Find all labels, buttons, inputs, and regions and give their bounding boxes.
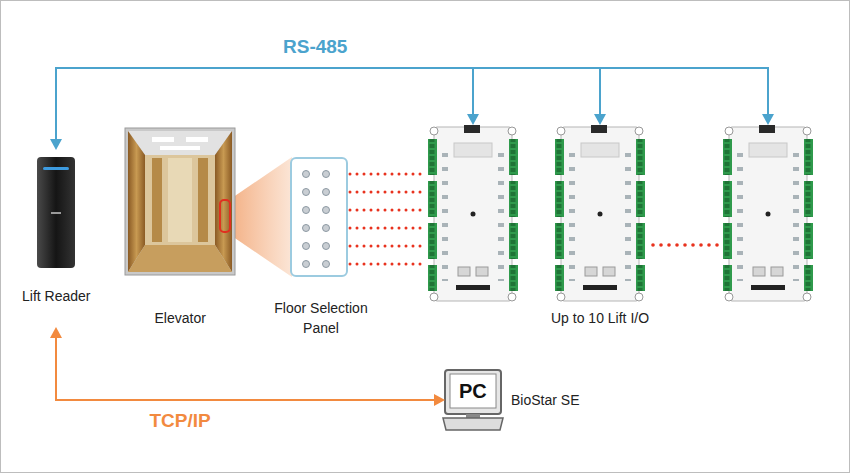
continuation-dots-part xyxy=(667,243,671,247)
continuation-dots-part xyxy=(715,243,719,247)
connector-line xyxy=(472,68,474,116)
floor-wiring xyxy=(350,174,426,264)
pc-icon-part xyxy=(445,370,501,414)
connector-line xyxy=(350,209,426,212)
floor-panel: Floor Selection Panel xyxy=(290,157,348,277)
zoom-cone xyxy=(226,157,292,277)
continuation-dots-part xyxy=(651,243,655,247)
elevator-cabin-part xyxy=(152,158,162,242)
continuation-dots-part xyxy=(691,243,695,247)
pc-node: PCBioStar SE xyxy=(445,370,501,414)
floor-buttons-part xyxy=(303,261,310,268)
connector-line xyxy=(350,173,426,176)
continuation-dots-part xyxy=(683,243,687,247)
lift-io-group: Up to 10 Lift I/O xyxy=(422,125,814,303)
floor-buttons-part xyxy=(303,171,310,178)
lift-io-boards-part xyxy=(428,125,518,301)
elevator-cabin-part xyxy=(186,137,208,142)
floor-buttons-part xyxy=(323,243,330,250)
connector-line xyxy=(56,336,436,400)
device-label: Floor Selection Panel xyxy=(265,298,377,338)
connector-label: TCP/IP xyxy=(148,410,213,432)
lift-io-boards xyxy=(428,125,813,301)
elevator-cabin-part xyxy=(160,146,200,150)
connector-line xyxy=(599,68,601,116)
connector-label: RS-485 xyxy=(281,36,349,58)
arrowhead xyxy=(594,114,606,125)
elevator-cabin-part xyxy=(125,128,235,275)
lift-reader-device xyxy=(37,157,75,268)
pc-icon-part xyxy=(443,418,503,430)
floor-buttons-part xyxy=(303,189,310,196)
rs485-bus xyxy=(50,68,774,150)
connector-line xyxy=(350,227,426,230)
arrowhead xyxy=(762,114,774,125)
lift-reader-device-part xyxy=(51,212,61,214)
lift-io-boards-part xyxy=(555,125,645,301)
lift-reader-device-part xyxy=(37,157,75,268)
lift-io-boards-part xyxy=(723,125,813,301)
elevator-cabin-part xyxy=(220,200,230,232)
floor-buttons-part xyxy=(323,189,330,196)
floor-buttons-part xyxy=(303,225,310,232)
arrowhead xyxy=(50,139,62,150)
continuation-dots-part xyxy=(707,243,711,247)
floor-buttons-part xyxy=(323,225,330,232)
connector-line xyxy=(350,191,426,194)
elevator-cabin-part xyxy=(198,158,208,242)
floor-buttons-part xyxy=(303,243,310,250)
tcpip-link xyxy=(50,327,445,406)
screen-label: PC xyxy=(459,379,487,403)
continuation-dots-part xyxy=(699,243,703,247)
lift-reader-device-part xyxy=(43,167,69,170)
floor-buttons-part xyxy=(323,171,330,178)
pc-icon-part xyxy=(450,374,496,408)
floor-buttons xyxy=(303,171,330,268)
floor-buttons-part xyxy=(303,207,310,214)
elevator-cabin-part xyxy=(168,158,192,242)
elevator-cabin-part xyxy=(128,131,232,155)
group-label: Up to 10 Lift I/O xyxy=(551,309,649,327)
software-label: BioStar SE xyxy=(511,391,579,409)
elevator-cabin-part xyxy=(152,137,174,142)
arrowhead xyxy=(467,114,479,125)
arrowhead xyxy=(434,394,445,406)
pc-icon xyxy=(443,370,503,430)
elevator-cabin-part xyxy=(128,245,232,272)
connector-line xyxy=(56,68,768,141)
floor-buttons-part xyxy=(323,207,330,214)
continuation-dots-part xyxy=(659,243,663,247)
continuation-dots xyxy=(651,243,719,247)
elevator-cabin-part xyxy=(145,155,215,245)
floor-buttons-part xyxy=(323,261,330,268)
connector-line xyxy=(350,245,426,248)
continuation-dots-part xyxy=(675,243,679,247)
elevator: Elevator xyxy=(125,128,235,275)
lift-reader: Lift Reader xyxy=(12,150,100,327)
device-label: Lift Reader xyxy=(22,287,90,305)
arrowhead xyxy=(50,327,62,338)
elevator-cabin xyxy=(125,128,235,275)
connector-line xyxy=(350,263,426,266)
device-label: Elevator xyxy=(155,309,206,327)
